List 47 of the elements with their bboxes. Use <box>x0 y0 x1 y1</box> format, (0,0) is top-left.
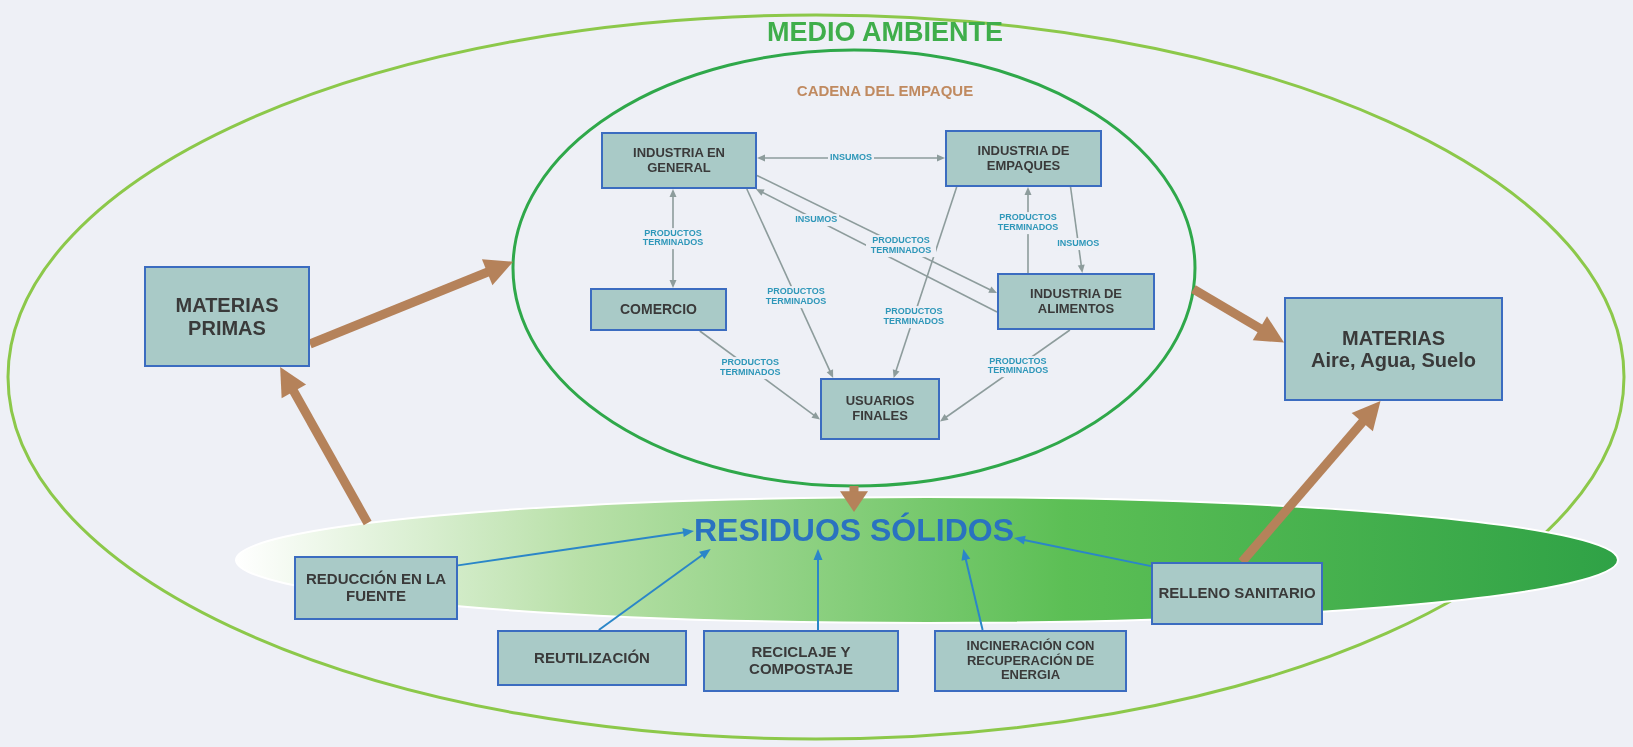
waste-ellipse <box>234 495 1620 625</box>
edge-label: PRODUCTOS TERMINADOS <box>866 235 936 257</box>
arrow <box>813 549 823 631</box>
process-box <box>820 378 940 440</box>
process-box <box>934 630 1127 692</box>
box-label: REDUCCIÓN EN LA FUENTE <box>305 571 447 605</box>
box-label: INCINERACIÓN CON RECUPERACIÓN DE ENERGIA <box>965 639 1096 683</box>
process-box <box>144 266 310 367</box>
arrow <box>1014 535 1152 568</box>
process-box <box>945 130 1102 187</box>
arrow <box>457 528 694 567</box>
arrow <box>746 188 834 378</box>
process-box <box>1284 297 1503 401</box>
box-label: INDUSTRIA EN GENERAL <box>632 145 726 176</box>
box-label: USUARIOS FINALES <box>844 394 916 424</box>
thick-arrow <box>308 259 514 349</box>
box-label: MATERIAS <box>1342 326 1445 349</box>
ellipse-title: RESIDUOS SÓLIDOS <box>694 512 1014 549</box>
box-label: COMERCIO <box>620 301 697 318</box>
arrow <box>892 186 958 378</box>
ellipse-title: MEDIO AMBIENTE <box>767 17 1003 48</box>
arrow <box>757 154 945 162</box>
box-label: INDUSTRIA DE EMPAQUES <box>976 143 1071 174</box>
process-box <box>294 556 458 620</box>
thick-arrow <box>840 486 868 512</box>
edge-label: INSUMOS <box>1055 237 1102 250</box>
process-box <box>497 630 687 686</box>
edge-label: INSUMOS <box>793 213 840 226</box>
box-label: RECICLAJE Y COMPOSTAJE <box>748 644 854 678</box>
thick-arrow <box>280 367 372 526</box>
process-box <box>1151 562 1323 625</box>
thick-arrow <box>1238 401 1381 565</box>
box-label: INDUSTRIA DE ALIMENTOS <box>1029 286 1123 317</box>
box-label: RELLENO SANITARIO <box>1158 585 1316 602</box>
process-box <box>997 273 1155 330</box>
process-box <box>601 132 757 189</box>
ellipse-title: CADENA DEL EMPAQUE <box>796 82 974 99</box>
box-label: MATERIAS PRIMAS <box>174 294 280 339</box>
arrow <box>597 549 711 631</box>
thick-arrow <box>1191 285 1284 343</box>
box-label: Aire, Agua, Suelo <box>1311 349 1476 372</box>
process-box <box>703 630 899 692</box>
supply-chain-ellipse <box>510 47 1198 489</box>
box-label: REUTILIZACIÓN <box>534 649 650 667</box>
environment-ellipse <box>5 12 1627 742</box>
process-box <box>590 288 727 331</box>
arrow <box>961 549 984 631</box>
